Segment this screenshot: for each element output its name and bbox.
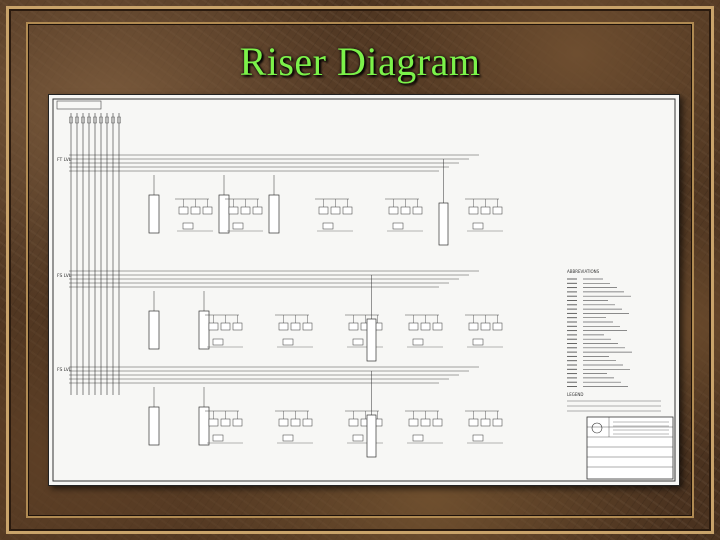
sub-device xyxy=(182,222,194,230)
device-box xyxy=(420,322,431,331)
control-cabinet xyxy=(366,414,377,458)
device-box xyxy=(468,322,479,331)
bus-terminal xyxy=(111,116,115,124)
device-box xyxy=(412,206,423,215)
floor-label-2: FS LVL xyxy=(57,273,72,279)
device-box xyxy=(480,322,491,331)
equipment-panel xyxy=(148,406,160,446)
sub-device xyxy=(282,338,294,346)
bus-terminal xyxy=(105,116,109,124)
device-box xyxy=(492,418,503,427)
device-box xyxy=(348,418,359,427)
device-box xyxy=(408,322,419,331)
device-box xyxy=(432,322,443,331)
floor-label-1: FT LVL xyxy=(57,157,72,163)
device-box xyxy=(348,322,359,331)
device-box xyxy=(290,322,301,331)
device-box xyxy=(252,206,263,215)
sub-device xyxy=(392,222,404,230)
device-box xyxy=(400,206,411,215)
device-box xyxy=(468,418,479,427)
device-box xyxy=(220,418,231,427)
control-cabinet xyxy=(366,318,377,362)
sub-device xyxy=(472,222,484,230)
sub-device xyxy=(472,434,484,442)
device-box xyxy=(302,418,313,427)
bus-terminal xyxy=(117,116,121,124)
device-box xyxy=(408,418,419,427)
equipment-panel xyxy=(268,194,280,234)
device-box xyxy=(432,418,443,427)
device-box xyxy=(232,322,243,331)
schematic-lines xyxy=(69,113,674,480)
sub-device xyxy=(352,338,364,346)
device-box xyxy=(278,322,289,331)
title-block-logo xyxy=(591,422,603,434)
device-box xyxy=(388,206,399,215)
control-cabinet xyxy=(438,202,449,246)
equipment-panel xyxy=(148,310,160,350)
sub-device xyxy=(212,338,224,346)
sub-device xyxy=(282,434,294,442)
notes-title: LEGEND xyxy=(567,392,583,397)
sub-device xyxy=(352,434,364,442)
device-box xyxy=(190,206,201,215)
device-box xyxy=(232,418,243,427)
device-box xyxy=(420,418,431,427)
device-box xyxy=(220,322,231,331)
bus-terminal xyxy=(75,116,79,124)
sheet-border xyxy=(52,98,676,482)
device-box xyxy=(178,206,189,215)
device-box xyxy=(202,206,213,215)
sub-device xyxy=(322,222,334,230)
device-box xyxy=(492,206,503,215)
sub-device xyxy=(212,434,224,442)
slide-title: Riser Diagram xyxy=(239,39,481,84)
device-box xyxy=(342,206,353,215)
sub-device xyxy=(412,434,424,442)
outer-frame xyxy=(6,6,714,534)
bus-terminal xyxy=(99,116,103,124)
device-box xyxy=(228,206,239,215)
bus-terminal xyxy=(81,116,85,124)
bus-terminal xyxy=(93,116,97,124)
equipment-panel xyxy=(148,194,160,234)
device-box xyxy=(480,206,491,215)
equipment-panel xyxy=(198,406,210,446)
device-box xyxy=(278,418,289,427)
device-box xyxy=(290,418,301,427)
device-box xyxy=(240,206,251,215)
device-box xyxy=(318,206,329,215)
device-box xyxy=(480,418,491,427)
sub-device xyxy=(412,338,424,346)
legend-title: ABBREVIATIONS xyxy=(567,269,600,274)
bus-terminal xyxy=(87,116,91,124)
device-box xyxy=(468,206,479,215)
device-box xyxy=(208,418,219,427)
equipment-panel xyxy=(198,310,210,350)
title-block xyxy=(586,416,674,480)
inner-frame xyxy=(26,22,694,518)
equipment-panel xyxy=(218,194,230,234)
floor-label-3: FS LVL xyxy=(57,367,72,373)
device-box xyxy=(208,322,219,331)
riser-drawing: FT LVL FS LVL FS LVL ABBREVIATIONS LEGEN… xyxy=(48,94,680,486)
riser-schematic: FT LVL FS LVL FS LVL ABBREVIATIONS LEGEN… xyxy=(52,98,676,482)
revision-block xyxy=(56,100,102,110)
bus-terminal xyxy=(69,116,73,124)
device-box xyxy=(492,322,503,331)
sub-device xyxy=(232,222,244,230)
sub-device xyxy=(472,338,484,346)
device-box xyxy=(302,322,313,331)
device-box xyxy=(330,206,341,215)
